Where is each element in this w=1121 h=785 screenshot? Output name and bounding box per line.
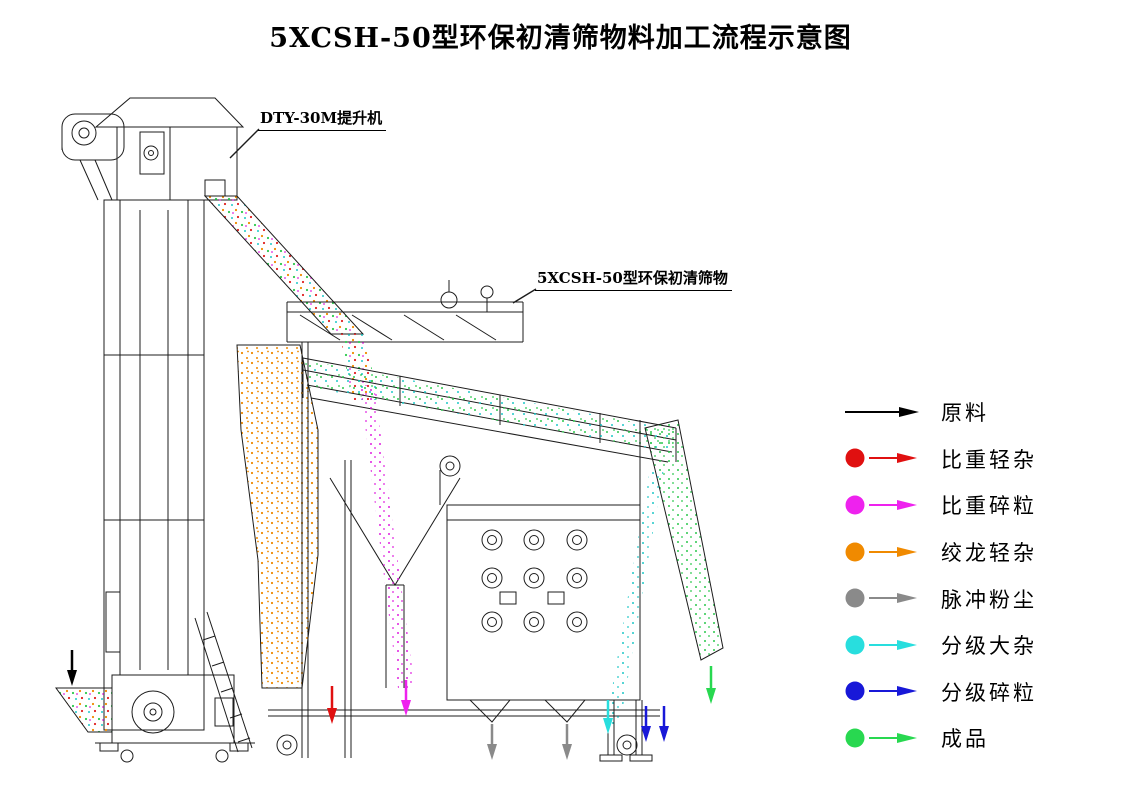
feeder-box — [286, 301, 524, 343]
elevator-column — [103, 199, 205, 731]
gravity-light-dot-icon — [845, 448, 917, 468]
boot-pulley-inner-icon — [143, 702, 163, 722]
legend-item-raw: 原料 — [843, 389, 1037, 436]
pulse-valves — [481, 529, 588, 633]
raw-arrow-icon — [845, 406, 919, 417]
boot-pulley-hub-icon — [149, 708, 157, 716]
elevator-callout: DTY-30M提升机 — [258, 107, 387, 131]
air-duct — [236, 344, 319, 689]
elevator-discharge-chute — [203, 195, 365, 335]
eccentric-hub-icon — [445, 461, 455, 471]
caster-wheel-icon — [276, 734, 298, 756]
legend-label: 原料 — [941, 401, 989, 426]
boot-pulley-icon — [131, 690, 175, 734]
finished-dot-icon — [845, 728, 917, 748]
gravity-broken-dot-icon — [845, 495, 917, 515]
legend-item-grading-broken: 分级碎粒 — [843, 669, 1037, 716]
head-bearing-icon — [143, 145, 159, 161]
hanger-links — [448, 280, 488, 312]
legend-label: 成品 — [941, 727, 989, 752]
legend-label: 脉冲粉尘 — [941, 587, 1037, 612]
lifting-eye-icon — [440, 291, 458, 309]
screen-flow — [305, 360, 676, 452]
gravity-broken-arrow — [401, 680, 411, 716]
machine-leader-line — [512, 288, 537, 304]
intake-hopper — [55, 687, 113, 733]
pulse-dust-arrow — [487, 724, 497, 760]
pulse-box-details — [447, 519, 640, 605]
elevator-head — [94, 97, 245, 201]
finished-product-chute — [644, 419, 724, 661]
grading-broken-dot-icon — [845, 681, 917, 701]
caster-hub-icon — [622, 740, 632, 750]
elevator-boot — [95, 674, 255, 752]
machine-callout: 5XCSH-50型环保初清筛物 — [535, 267, 732, 291]
legend-item-auger-light: 绞龙轻杂 — [843, 529, 1037, 576]
auger-light-dot-icon — [845, 542, 917, 562]
elevator-leader-line — [229, 128, 260, 159]
drive-pulley-hub-icon — [78, 127, 90, 139]
legend-label: 分级碎粒 — [941, 680, 1037, 705]
grading-broken-arrow — [641, 706, 651, 742]
raw-material-arrow — [67, 650, 77, 686]
flow-arrows — [67, 650, 716, 760]
legend-label: 绞龙轻杂 — [941, 541, 1037, 566]
eccentric-shaft-icon — [439, 455, 461, 477]
pulse-collector-box — [446, 504, 641, 701]
legend-item-grading-large: 分级大杂 — [843, 622, 1037, 669]
gravity-broken-flow — [360, 385, 415, 688]
pulse-dust-dot-icon — [845, 588, 917, 608]
grading-large-dot-icon — [845, 635, 917, 655]
legend-label: 分级大杂 — [941, 634, 1037, 659]
page-title: 5XCSH-50型环保初清筛物料加工流程示意图 — [269, 23, 852, 54]
service-ladder — [194, 611, 253, 753]
machine-frame — [268, 342, 660, 758]
bucket-elevator — [55, 97, 365, 763]
finished-product-arrow — [706, 666, 716, 704]
dust-funnels — [468, 699, 587, 723]
legend-item-finished: 成品 — [843, 715, 1037, 762]
grading-large-flow — [606, 468, 664, 724]
grading-broken-arrow — [659, 706, 669, 742]
legend: 原料 比重轻杂 比重碎粒 绞龙轻杂 — [843, 389, 1037, 762]
caster-hub-icon — [282, 740, 292, 750]
caster-wheel-icon — [215, 749, 229, 763]
legend-item-gravity-broken: 比重碎粒 — [843, 482, 1037, 529]
caster-wheel-icon — [616, 734, 638, 756]
pulse-dust-arrow — [562, 724, 572, 760]
drive-support — [61, 127, 113, 201]
grading-large-arrow — [603, 700, 613, 734]
drive-guard — [61, 113, 125, 161]
lifting-eye-icon — [480, 285, 494, 299]
legend-label: 比重轻杂 — [941, 447, 1037, 472]
caster-wheel-icon — [120, 749, 134, 763]
legend-item-gravity-light: 比重轻杂 — [843, 436, 1037, 483]
legend-item-pulse-dust: 脉冲粉尘 — [843, 575, 1037, 622]
legend-label: 比重碎粒 — [941, 494, 1037, 519]
head-bearing-hub-icon — [148, 150, 154, 156]
drive-pulley-icon — [71, 120, 97, 146]
cleaning-machine — [236, 280, 724, 762]
gravity-light-arrow — [327, 686, 337, 724]
